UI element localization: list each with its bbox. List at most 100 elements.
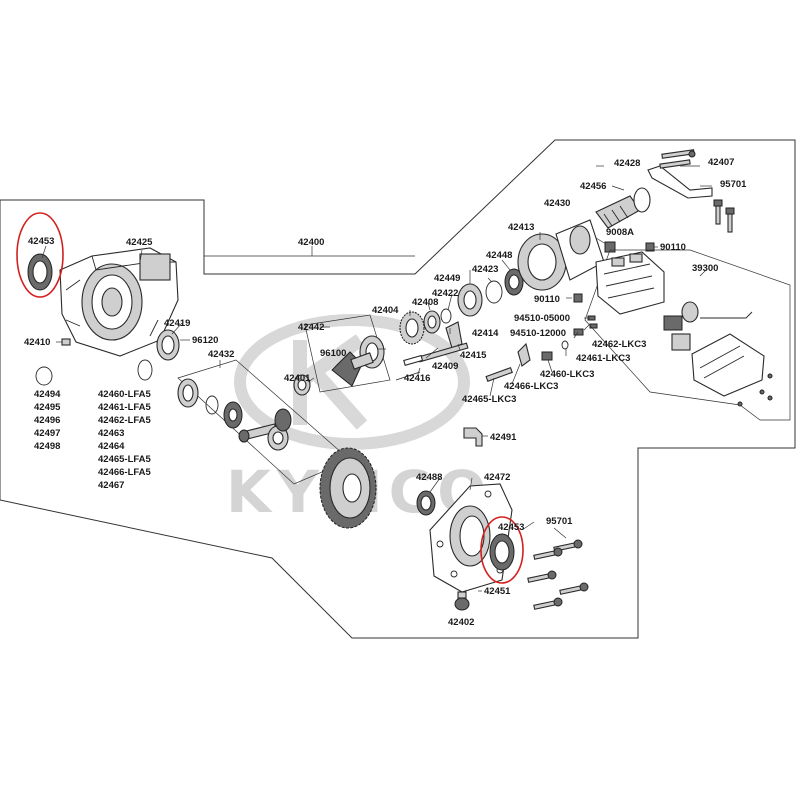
- label-42494: 42494: [34, 389, 61, 400]
- label-42465-lfa5: 42465-LFA5: [98, 454, 152, 465]
- plug-42402: [454, 591, 470, 611]
- label-90110-top: 90110: [660, 242, 686, 253]
- housing-42425: [59, 247, 179, 357]
- label-42449: 42449: [434, 273, 460, 284]
- bolts-95701-bottom: [527, 539, 589, 610]
- label-95701-bottom: 95701: [546, 516, 573, 527]
- label-42415: 42415: [460, 350, 487, 361]
- oring-42461-lkc3: [561, 340, 569, 350]
- shaft-42409: [403, 342, 469, 367]
- ring-gear-42472: [319, 447, 377, 529]
- label-42404: 42404: [372, 305, 399, 316]
- label-42432: 42432: [208, 349, 234, 360]
- label-94510-12000: 94510-12000: [510, 328, 566, 339]
- label-42407: 42407: [708, 157, 734, 168]
- seal-42453-right: [489, 533, 515, 571]
- label-39300: 39300: [692, 263, 718, 274]
- part-labels: 42453 42425 42400 42419 96120 42410 4243…: [24, 157, 747, 628]
- label-42466-lfa5: 42466-LFA5: [98, 467, 152, 478]
- label-42488: 42488: [416, 472, 442, 483]
- label-42496: 42496: [34, 415, 60, 426]
- housing-42430: [517, 219, 605, 291]
- label-96100: 96100: [320, 348, 346, 359]
- cover-42472: [429, 483, 513, 593]
- label-42453-left: 42453: [28, 236, 54, 247]
- label-42466-lkc3: 42466-LKC3: [504, 381, 558, 392]
- rod-42465-lkc3: [485, 366, 513, 382]
- label-42453-right: 42453: [498, 522, 524, 533]
- label-42462-lfa5: 42462-LFA5: [98, 415, 152, 426]
- diff-gear-42432: [274, 408, 292, 432]
- label-42409: 42409: [432, 361, 458, 372]
- label-42422: 42422: [432, 288, 458, 299]
- label-42497: 42497: [34, 428, 60, 439]
- label-42401: 42401: [284, 373, 311, 384]
- clip-42449: [485, 280, 503, 304]
- label-96120: 96120: [192, 335, 218, 346]
- label-42467: 42467: [98, 480, 124, 491]
- label-42425: 42425: [126, 237, 153, 248]
- label-95701-top: 95701: [720, 179, 747, 190]
- label-42464: 42464: [98, 441, 125, 452]
- label-9008a: 9008A: [606, 227, 634, 238]
- shim-42419: [137, 359, 153, 381]
- label-42465-lkc3: 42465-LKC3: [462, 394, 516, 405]
- label-90110-mid: 90110: [534, 294, 560, 305]
- label-42402: 42402: [448, 617, 474, 628]
- seal-42488: [416, 490, 436, 516]
- clip-42462-lkc3: [573, 328, 584, 336]
- label-42498: 42498: [34, 441, 60, 452]
- label-42463: 42463: [98, 428, 124, 439]
- motor-shaft-42456: [595, 187, 651, 229]
- label-42413: 42413: [508, 222, 534, 233]
- pinion-gear-42442: [331, 351, 374, 387]
- bearing-left-42432: [177, 378, 199, 408]
- label-42491: 42491: [490, 432, 517, 443]
- bracket-42407: [647, 165, 713, 199]
- label-42495: 42495: [34, 402, 61, 413]
- label-42461-lfa5: 42461-LFA5: [98, 402, 152, 413]
- assembly-border: [0, 139, 796, 639]
- bearing-right-42432: [267, 425, 289, 451]
- plug-42410: [61, 338, 71, 346]
- seal-42453-left: [27, 253, 53, 291]
- box-42442: [304, 314, 391, 393]
- seal-42448: [504, 268, 524, 296]
- side-gear-42432: [223, 401, 243, 429]
- bearing-42423: [457, 283, 483, 317]
- shim-42494: [35, 366, 53, 386]
- label-42472: 42472: [484, 472, 510, 483]
- label-42408: 42408: [412, 297, 438, 308]
- highlight-42453-right: [480, 516, 524, 584]
- spring-42416: [395, 371, 421, 381]
- highlight-42453-left: [16, 212, 64, 298]
- control-unit-39300: [595, 251, 773, 407]
- ring-42408: [423, 310, 441, 334]
- elbow-42491: [463, 427, 483, 447]
- label-42414: 42414: [472, 328, 499, 339]
- label-42460-lfa5: 42460-LFA5: [98, 389, 152, 400]
- label-42460-lkc3: 42460-LKC3: [540, 369, 594, 380]
- label-42428: 42428: [614, 158, 640, 169]
- label-94510-05000: 94510-05000: [514, 313, 570, 324]
- label-42410: 42410: [24, 337, 50, 348]
- label-42442: 42442: [298, 322, 324, 333]
- bolts-42428: [659, 149, 696, 169]
- label-42423: 42423: [472, 264, 498, 275]
- bolts-95701-top: [713, 199, 735, 233]
- box-39300: [584, 249, 791, 421]
- label-42400: 42400: [298, 237, 324, 248]
- bearing-42404: [399, 311, 425, 345]
- label-42448: 42448: [486, 250, 512, 261]
- label-42462-lkc3: 42462-LKC3: [592, 339, 646, 350]
- bolt-9008a: [604, 241, 616, 253]
- clip-42460-lkc3: [541, 351, 553, 361]
- label-42430: 42430: [544, 198, 570, 209]
- clip-42466-lkc3: [517, 342, 531, 367]
- leader-lines: [41, 165, 712, 539]
- bearing-42401: [293, 374, 311, 396]
- label-42416: 42416: [404, 373, 430, 384]
- label-42419: 42419: [164, 318, 190, 329]
- bolt-90110-mid: [573, 293, 583, 303]
